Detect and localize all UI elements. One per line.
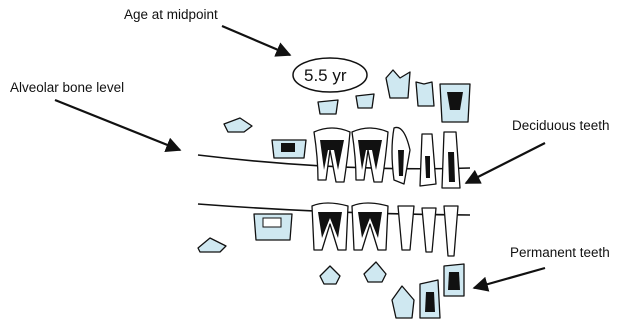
- developing-crown: [416, 82, 434, 106]
- permanent-crown: [364, 262, 386, 282]
- developing-crown: [356, 94, 374, 108]
- age-value-label: 5.5 yr: [304, 66, 347, 86]
- lower-deciduous-teeth: [198, 203, 458, 256]
- canine-pulp: [398, 150, 404, 176]
- molar-pulp: [281, 143, 295, 152]
- permanent-arrow: [474, 268, 545, 288]
- permanent-pulp: [448, 272, 460, 290]
- incisor-pulp: [448, 152, 455, 182]
- deciduous-canine: [398, 206, 414, 250]
- permanent-teeth-label: Permanent teeth: [510, 245, 610, 260]
- permanent-teeth: [320, 262, 464, 318]
- developing-crown: [386, 70, 410, 98]
- deciduous-molar: [314, 128, 350, 182]
- deciduous-incisor: [422, 208, 436, 252]
- small-crown: [198, 238, 226, 252]
- age-at-midpoint-label: Age at midpoint: [124, 7, 218, 22]
- permanent-pulp: [425, 292, 435, 312]
- alveolar-bone-level-label: Alveolar bone level: [10, 80, 124, 95]
- developing-crown: [318, 100, 338, 114]
- molar-pulp: [263, 218, 281, 227]
- permanent-crown: [392, 286, 414, 318]
- age-arrow: [222, 26, 290, 55]
- developing-crown: [224, 118, 252, 132]
- deciduous-molar: [312, 203, 348, 250]
- deciduous-arrow: [466, 143, 545, 183]
- deciduous-teeth-label: Deciduous teeth: [512, 118, 610, 133]
- alveolar-arrow: [55, 100, 180, 150]
- deciduous-incisor: [444, 206, 458, 256]
- deciduous-molar: [352, 128, 388, 182]
- permanent-crown: [320, 266, 340, 284]
- upper-deciduous-teeth: [272, 127, 460, 188]
- deciduous-molar: [352, 203, 388, 250]
